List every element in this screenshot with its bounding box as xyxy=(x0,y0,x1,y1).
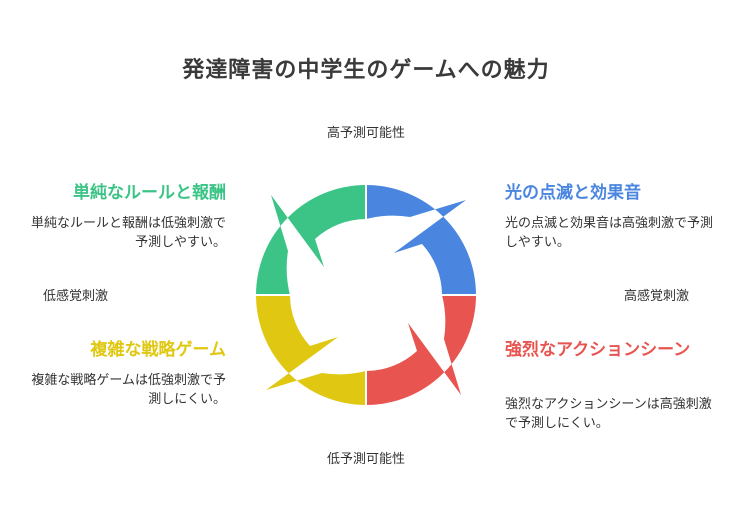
heading-lights-sounds: 光の点滅と効果音 xyxy=(505,183,641,203)
description-simple-rules: 単純なルールと報酬は低強刺激で予測しやすい。 xyxy=(30,216,226,250)
axis-label-right: 高感覚刺激 xyxy=(623,289,689,304)
axis-label-bottom: 低予測可能性 xyxy=(326,452,405,467)
description-intense-action: 強烈なアクションシーンは高強刺激で予測しにくい。 xyxy=(505,397,712,431)
axis-label-left: 低感覚刺激 xyxy=(43,289,109,304)
segment-top-right xyxy=(366,185,476,295)
axis-label-top: 高予測可能性 xyxy=(326,126,405,141)
description-lights-sounds: 光の点滅と効果音は高強刺激で予測しやすい。 xyxy=(505,216,714,250)
heading-intense-action: 強烈なアクションシーン xyxy=(505,340,691,360)
heading-complex-strategy: 複雑な戦略ゲーム xyxy=(90,340,227,360)
description-complex-strategy: 複雑な戦略ゲームは低強刺激で予測しにくい。 xyxy=(31,373,226,407)
diagram-title: 発達障害の中学生のゲームへの魅力 xyxy=(182,58,550,83)
segment-top-left xyxy=(256,185,366,295)
segment-bottom-right xyxy=(366,295,476,405)
segment-bottom-left xyxy=(256,295,366,405)
heading-simple-rules: 単純なルールと報酬 xyxy=(73,183,226,203)
